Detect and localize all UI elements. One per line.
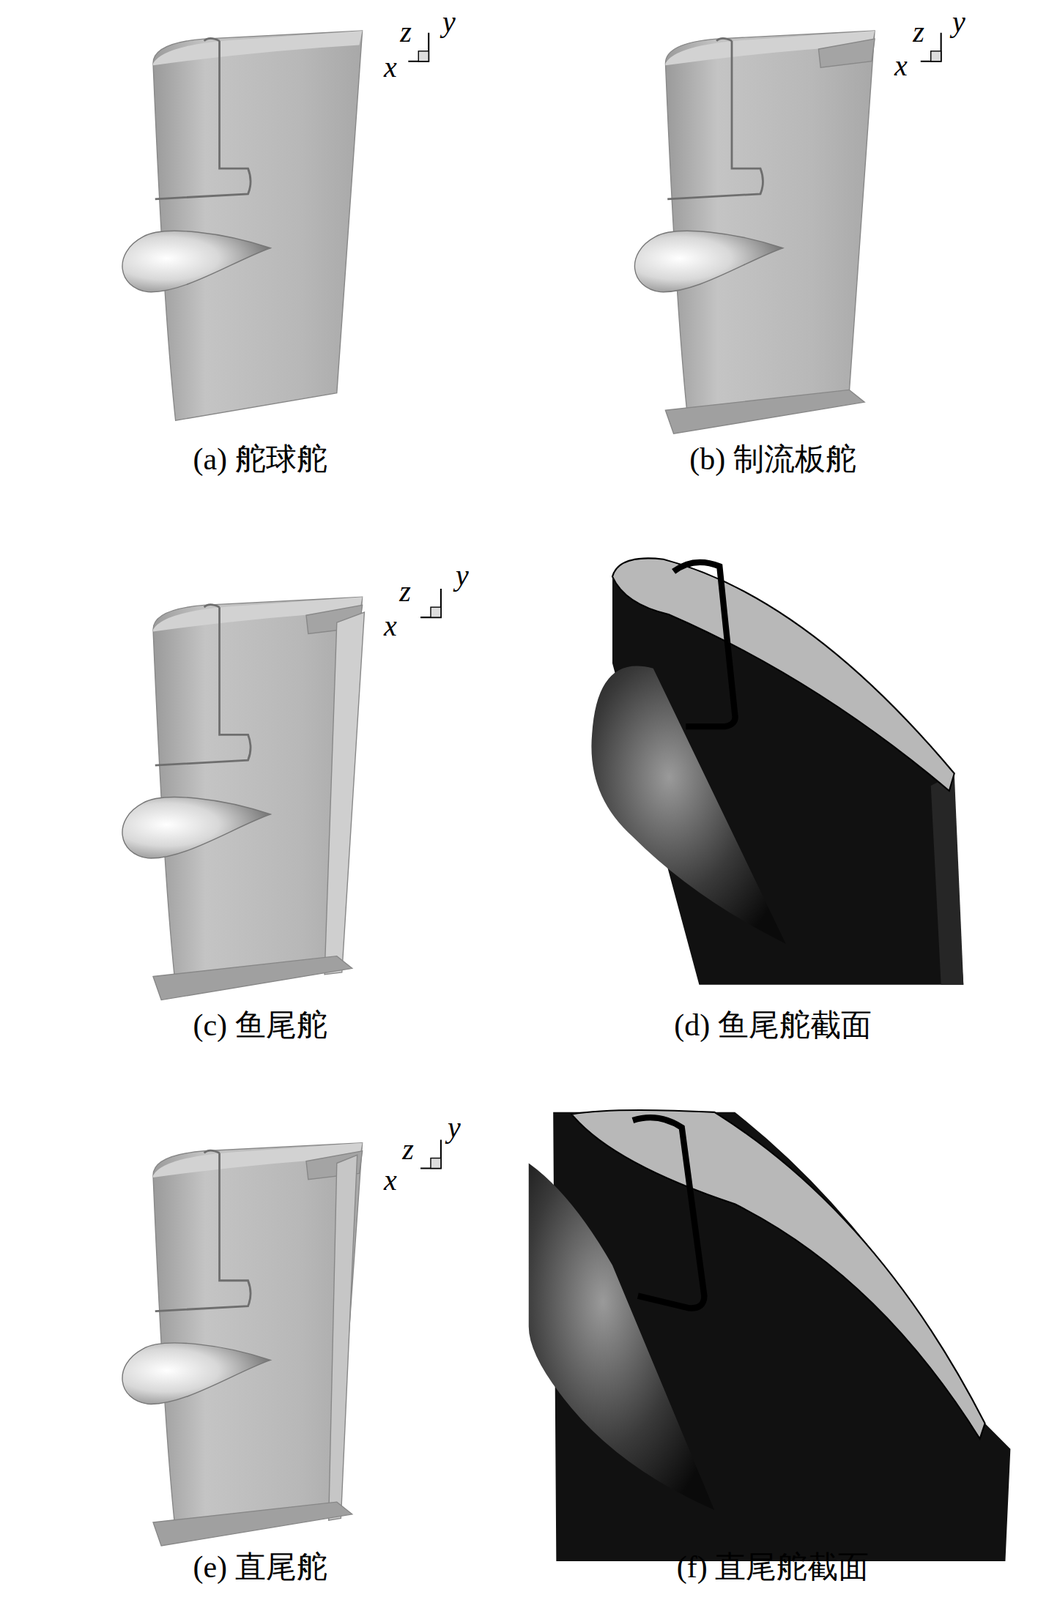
subfigure-caption: (d) 鱼尾舵截面 — [673, 1008, 871, 1043]
axis-label: x — [894, 49, 908, 83]
axis-label: z — [912, 16, 925, 49]
axis-label: y — [455, 559, 469, 592]
axis-label: z — [399, 575, 411, 609]
axis-label: y — [442, 5, 456, 39]
subfigure-caption: (e) 直尾舵 — [192, 1550, 327, 1585]
axis-label: x — [383, 610, 398, 643]
axis-label: x — [383, 1164, 398, 1197]
subfigure-caption: (f) 直尾舵截面 — [676, 1550, 869, 1585]
subfigure-caption: (a) 舵球舵 — [192, 442, 327, 477]
subfigure-caption: (c) 鱼尾舵 — [192, 1008, 327, 1043]
axis-label: y — [952, 5, 966, 39]
axis-label: z — [399, 16, 412, 49]
axis-label: y — [447, 1111, 461, 1145]
subfigure-caption: (b) 制流板舵 — [689, 442, 856, 477]
axis-label: z — [402, 1133, 414, 1167]
axis-label: x — [383, 51, 398, 84]
